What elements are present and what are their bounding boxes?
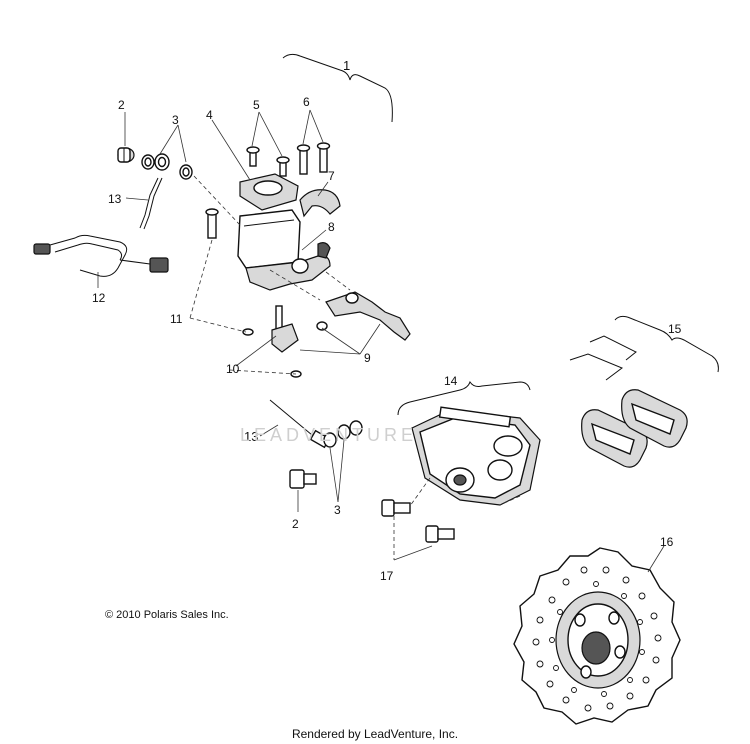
callout-5: 5 — [253, 98, 260, 112]
callout-6: 6 — [303, 95, 310, 109]
banjo-bolt-upper — [117, 147, 135, 163]
bracket-15 — [614, 315, 719, 373]
pivot-pin — [205, 208, 254, 336]
callout-13-lower: 13 — [244, 429, 258, 444]
callout-15: 15 — [668, 322, 682, 336]
crush-washers-upper — [141, 153, 193, 180]
brake-pads — [581, 389, 688, 468]
caliper-bolts — [381, 499, 455, 543]
handlebar-clamp — [299, 189, 341, 218]
banjo-bolt-lower — [289, 469, 317, 489]
pad-springs — [569, 335, 637, 381]
callout-14: 14 — [444, 374, 458, 388]
callout-17: 17 — [380, 569, 394, 583]
copyright-notice: © 2010 Polaris Sales Inc. — [105, 609, 229, 621]
callout-3-lower: 3 — [334, 503, 341, 517]
callout-13-upper: 13 — [108, 192, 122, 206]
brake-rotor — [513, 547, 681, 725]
callout-7: 7 — [328, 169, 335, 183]
callout-2-upper: 2 — [118, 98, 125, 112]
reservoir-cover — [239, 173, 299, 211]
callout-3-upper: 3 — [172, 113, 179, 127]
brake-switch — [271, 305, 302, 378]
watermark: LEADVENTURE — [240, 425, 418, 445]
cover-screws — [246, 146, 290, 177]
callout-10: 10 — [226, 362, 240, 376]
master-cylinder — [237, 209, 331, 291]
callout-8: 8 — [328, 220, 335, 234]
bracket-1 — [282, 53, 393, 123]
brake-caliper — [411, 406, 541, 506]
leader-lines — [97, 109, 665, 573]
callout-1: 1 — [343, 58, 350, 73]
bracket-14 — [397, 380, 531, 416]
callout-16: 16 — [660, 535, 674, 549]
callout-12: 12 — [92, 291, 106, 305]
callout-11: 11 — [170, 312, 183, 326]
crush-washers-lower — [323, 420, 363, 448]
callout-4: 4 — [206, 108, 213, 122]
brake-lever — [316, 291, 411, 341]
clamp-bolts — [296, 142, 331, 175]
callout-9: 9 — [364, 351, 371, 365]
rendered-by-footer: Rendered by LeadVenture, Inc. — [291, 727, 459, 741]
brake-line-upper — [139, 177, 163, 230]
callout-2-lower: 2 — [292, 517, 299, 531]
switch-harness — [33, 234, 169, 277]
